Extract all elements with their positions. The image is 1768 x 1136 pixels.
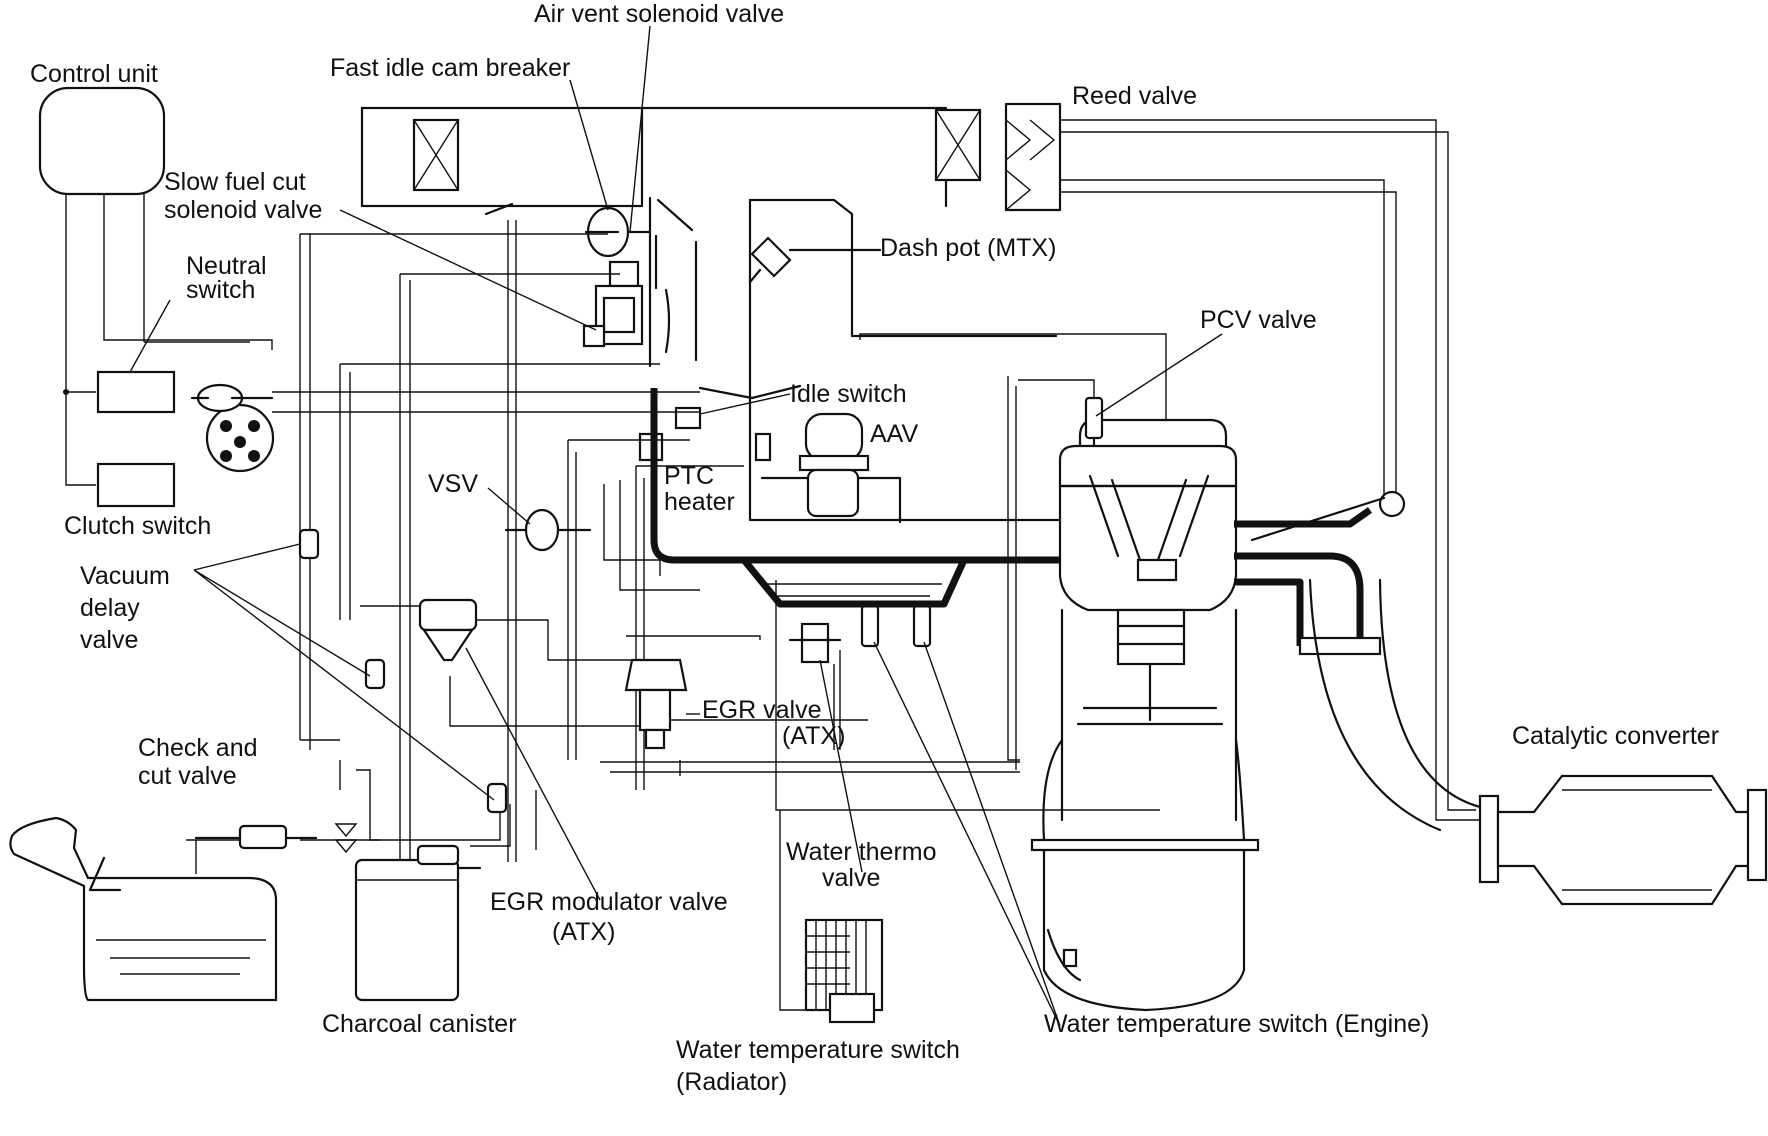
label-vsv: VSV xyxy=(428,470,478,498)
control-wiring xyxy=(63,194,273,486)
check-and-cut-valve xyxy=(194,824,318,850)
aav xyxy=(760,412,902,524)
label-control-unit: Control unit xyxy=(30,60,158,88)
control-unit xyxy=(38,86,166,196)
label-check-cut-1: Check and xyxy=(138,734,258,762)
label-egr-valve-2: (ATX) xyxy=(782,722,845,750)
catalytic-converter xyxy=(1478,774,1768,906)
label-neutral-switch-1: Neutral xyxy=(186,252,267,280)
label-ptc-heater-2: heater xyxy=(664,488,735,516)
label-neutral-switch-2: switch xyxy=(186,276,255,304)
label-air-vent-solenoid-valve: Air vent solenoid valve xyxy=(534,0,784,28)
label-charcoal-canister: Charcoal canister xyxy=(322,1010,517,1038)
vacuum-lines xyxy=(186,119,1486,1011)
throttle-body xyxy=(648,196,1062,522)
engine xyxy=(1030,418,1260,1012)
distributor xyxy=(190,383,275,473)
label-aav: AAV xyxy=(870,420,918,448)
fuel-tank xyxy=(9,816,278,1002)
label-slow-fuel-cut-1: Slow fuel cut xyxy=(164,168,306,196)
label-vacuum-delay-2: delay xyxy=(80,594,140,622)
label-egr-modulator-2: (ATX) xyxy=(552,918,615,946)
label-ptc-heater-1: PTC xyxy=(664,462,714,490)
pcv-valve xyxy=(1084,396,1104,448)
leader-lines xyxy=(129,25,1223,1027)
egr-modulator-valve xyxy=(418,598,478,662)
water-temperature-switch-radiator xyxy=(828,992,876,1024)
label-catalytic-converter: Catalytic converter xyxy=(1512,722,1719,750)
charcoal-canister xyxy=(354,844,482,1002)
neutral-switch xyxy=(96,370,176,414)
label-water-temp-radiator-1: Water temperature switch xyxy=(676,1036,960,1064)
label-dash-pot: Dash pot (MTX) xyxy=(880,234,1056,262)
coolant-passage xyxy=(650,388,1382,656)
label-egr-valve-1: EGR valve xyxy=(702,696,821,724)
water-thermo-valve xyxy=(788,622,842,664)
label-reed-valve: Reed valve xyxy=(1072,82,1197,110)
slow-fuel-cut-solenoid-valve xyxy=(582,284,644,348)
label-vacuum-delay-1: Vacuum xyxy=(80,562,170,590)
vsv xyxy=(504,508,592,552)
label-clutch-switch: Clutch switch xyxy=(64,512,211,540)
vacuum-delay-valves xyxy=(298,528,508,814)
label-water-thermo-1: Water thermo xyxy=(786,838,937,866)
label-water-temp-engine: Water temperature switch (Engine) xyxy=(1044,1010,1429,1038)
clutch-switch xyxy=(96,462,176,508)
label-pcv-valve: PCV valve xyxy=(1200,306,1317,334)
label-water-temp-radiator-2: (Radiator) xyxy=(676,1068,787,1096)
label-check-cut-2: cut valve xyxy=(138,762,237,790)
idle-switch xyxy=(674,406,702,430)
label-vacuum-delay-3: valve xyxy=(80,626,138,654)
label-water-thermo-2: valve xyxy=(822,864,880,892)
label-idle-switch: Idle switch xyxy=(790,380,907,408)
label-slow-fuel-cut-2: solenoid valve xyxy=(164,196,322,224)
exhaust-pipe xyxy=(1250,490,1486,832)
coolant-reservoir xyxy=(764,583,942,597)
intake-manifold xyxy=(360,102,1062,216)
label-fast-idle-cam-breaker: Fast idle cam breaker xyxy=(330,54,570,82)
dash-pot xyxy=(748,236,882,284)
egr-valve xyxy=(624,658,688,750)
water-temperature-switches-engine xyxy=(860,604,932,648)
check-and-cut-arrow xyxy=(334,823,358,854)
label-egr-modulator-1: EGR modulator valve xyxy=(490,888,728,916)
labels: Air vent solenoid valve Fast idle cam br… xyxy=(30,0,1719,1096)
